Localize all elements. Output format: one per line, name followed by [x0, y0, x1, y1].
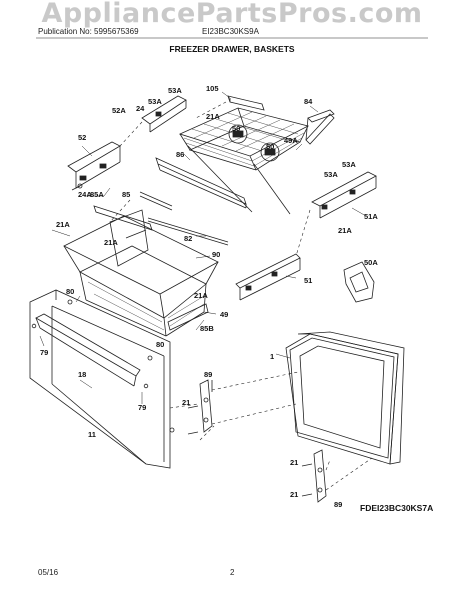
callout-89: 89: [334, 500, 343, 509]
part-89-bracket-bottom: [313, 449, 327, 503]
part-86-front-bar: [155, 157, 247, 209]
callout-49a: 49A: [284, 136, 298, 145]
callout-53a: 53A: [148, 97, 162, 106]
part-52-slide-left: [67, 141, 121, 191]
callout-86: 86: [176, 150, 185, 159]
callout-85b: 85B: [200, 324, 214, 333]
callout-85: 85: [122, 190, 131, 199]
callout-21: 21: [290, 490, 299, 499]
callout-50a: 50A: [364, 258, 378, 267]
callout-21a: 21A: [104, 238, 118, 247]
part-49-freezer-basket: [63, 209, 219, 337]
callout-82: 82: [184, 234, 193, 243]
part-105-bar: [227, 95, 265, 111]
part-89-bracket-top: [199, 379, 213, 433]
callout-52: 52: [78, 133, 87, 142]
callout-24: 24: [136, 104, 145, 113]
footer-date: 05/16: [38, 568, 59, 577]
callout-79: 79: [40, 348, 49, 357]
callout-24a: 24A: [78, 190, 92, 199]
part-51a-slide-right: [311, 171, 377, 219]
part-85-rod: [139, 191, 173, 211]
callout-21a: 21A: [206, 112, 220, 121]
diagram-code: FDEI23BC30KS7A: [360, 503, 434, 513]
part-50-clip: [228, 124, 280, 162]
callout-105: 105: [206, 84, 219, 93]
callout-85a: 85A: [90, 190, 104, 199]
part-53a-slide-top: [141, 95, 187, 133]
callout-53a: 53A: [168, 86, 182, 95]
callout-90: 90: [212, 250, 221, 259]
callout-79: 79: [138, 403, 147, 412]
callout-49: 49: [220, 310, 229, 319]
callout-21a: 21A: [338, 226, 352, 235]
part-49a-wire-basket: [178, 107, 310, 215]
callout-80: 80: [66, 287, 75, 296]
callout-51: 51: [304, 276, 313, 285]
page-title: FREEZER DRAWER, BASKETS: [169, 44, 295, 54]
callout-53a: 53A: [342, 160, 356, 169]
callout-21: 21: [182, 398, 191, 407]
part-50a-clip: [343, 261, 375, 303]
callout-51a: 51A: [364, 212, 378, 221]
callout-21: 21: [290, 458, 299, 467]
part-1-gasket: [285, 333, 399, 465]
part-84-bar: [305, 109, 335, 145]
callout-18: 18: [78, 370, 87, 379]
callout-1: 1: [270, 352, 275, 361]
callout-50: 50: [232, 124, 241, 133]
watermark: AppliancePartsPros.com: [41, 0, 423, 29]
callout-11: 11: [88, 430, 96, 439]
footer-page-number: 2: [230, 568, 235, 577]
callout-80: 80: [156, 340, 165, 349]
callout-89: 89: [204, 370, 213, 379]
part-21-screws: [187, 405, 313, 497]
part-11-drawer-front: [29, 289, 175, 469]
callout-84: 84: [304, 97, 313, 106]
callout-21a: 21A: [56, 220, 70, 229]
callout-21a: 21A: [194, 291, 208, 300]
model-number: EI23BC30KS9A: [202, 27, 259, 36]
callout-52a: 52A: [112, 106, 126, 115]
callout-50: 50: [266, 142, 275, 151]
part-51-slide: [235, 253, 301, 301]
callout-53a: 53A: [324, 170, 338, 179]
publication-number: Publication No: 5995675369: [38, 27, 139, 36]
part-90-rod: [147, 217, 229, 246]
door-panel-right: [297, 331, 405, 465]
part-85a-bar: [93, 205, 153, 231]
